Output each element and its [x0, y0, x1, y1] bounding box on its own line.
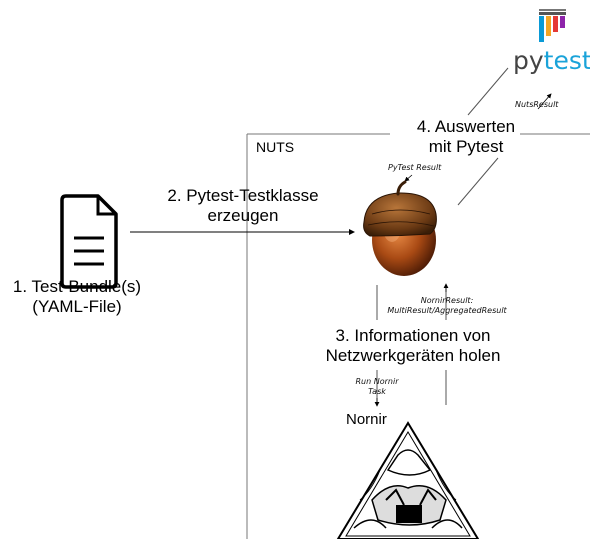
step1-line1: 1. Test-Bundle(s) [12, 277, 142, 296]
step1-line2: (YAML-File) [32, 297, 122, 316]
step3-line1: 3. Informationen von [335, 326, 491, 345]
nuts-result-label: NutsResult [515, 100, 559, 109]
pytest-logo-test: test [543, 46, 590, 75]
pytest-logo-py: py [513, 46, 544, 75]
run-nornir-label: Run Nornir Task [350, 377, 404, 397]
pytest-logo-icon [539, 9, 566, 42]
step3-line2: Netzwerkgeräten holen [325, 346, 501, 365]
nornir-triangle-icon [336, 421, 480, 539]
pytest-logo-text: pytest [513, 47, 590, 75]
nornir-result-line1: NornirResult: [420, 296, 474, 305]
nornir-result-line2: MultiResult/AggregatedResult [387, 306, 507, 315]
nornir-label: Nornir [346, 411, 387, 428]
line-pytest-to-acorn-right [457, 157, 499, 206]
arrow-pytest-result [404, 174, 413, 182]
step4-line2: mit Pytest [428, 137, 504, 156]
pytest-result-label: PyTest Result [388, 163, 442, 172]
step2-label: 2. Pytest-Testklasse erzeugen [153, 186, 333, 226]
run-nornir-line1: Run Nornir [355, 377, 399, 386]
arrow-nuts-result [537, 93, 552, 110]
step1-label: 1. Test-Bundle(s) (YAML-File) [2, 277, 152, 317]
nornir-result-label: NornirResult: MultiResult/AggregatedResu… [382, 296, 512, 316]
line-pytest-to-acorn-left [467, 67, 509, 116]
nuts-label: NUTS [256, 139, 295, 155]
run-nornir-line2: Task [368, 387, 386, 396]
step4-line1: 4. Auswerten [416, 117, 516, 136]
nuts-boundary [246, 133, 590, 539]
acorn-icon [363, 180, 437, 276]
step4-label: 4. Auswerten mit Pytest [396, 117, 536, 157]
step2-line1: 2. Pytest-Testklasse [167, 186, 319, 205]
step3-label: 3. Informationen von Netzwerkgeräten hol… [308, 326, 518, 366]
step2-line2: erzeugen [207, 206, 279, 225]
document-icon [60, 194, 118, 289]
